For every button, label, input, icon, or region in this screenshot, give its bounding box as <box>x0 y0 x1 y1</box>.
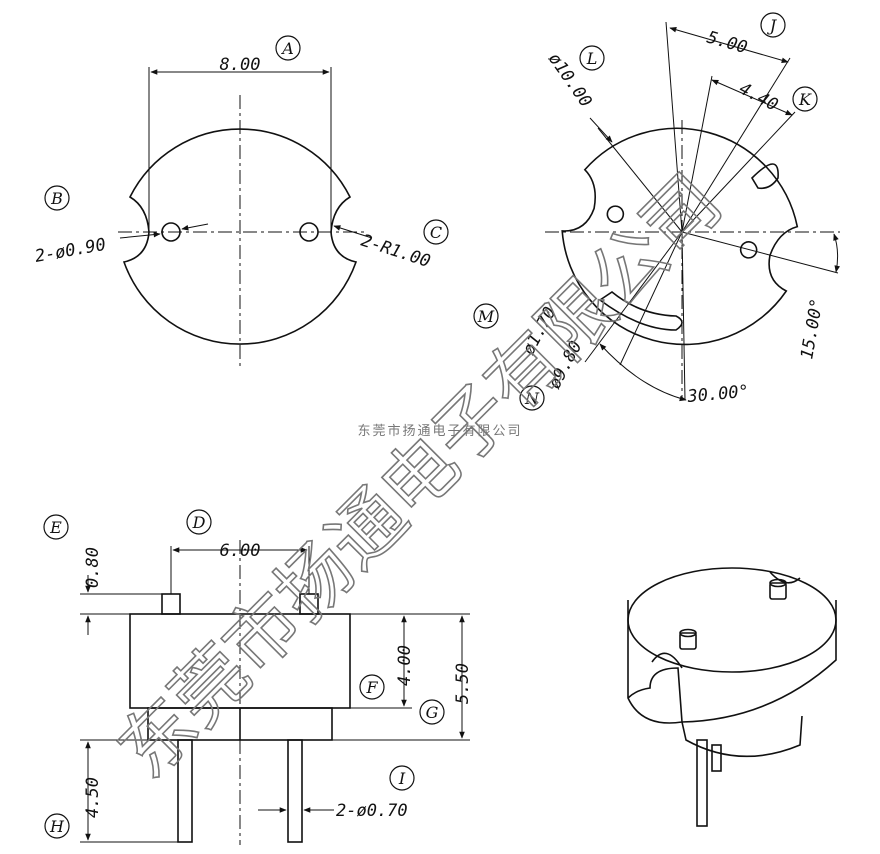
rotated-view-upper-slot <box>750 163 779 190</box>
iso-side-left <box>627 600 683 724</box>
hole-leader-right <box>181 223 209 231</box>
radial-line-n <box>584 231 683 363</box>
label-m-bubble: M <box>473 303 499 329</box>
label-i: I <box>398 769 406 788</box>
label-d-bubble: D <box>186 509 212 535</box>
label-f: F <box>365 678 378 697</box>
dim-f-value: 4.00 <box>395 645 415 686</box>
label-l: L <box>586 49 598 68</box>
top-view-body-outline <box>122 128 358 345</box>
label-g: G <box>426 703 439 722</box>
label-e: E <box>49 518 62 537</box>
angle-15-arc <box>833 233 840 273</box>
side-view-top-pin-left <box>161 593 181 615</box>
iso-base <box>681 715 803 758</box>
iso-front-notch <box>651 652 683 669</box>
top-view-pin-hole-left <box>161 222 181 242</box>
label-g-bubble: G <box>419 699 445 725</box>
iso-top-pin-front-cap <box>679 628 697 638</box>
rotated-view-lower-slot <box>598 291 683 331</box>
label-h-bubble: H <box>44 813 70 839</box>
side-view-lead-right <box>287 739 303 843</box>
top-view: 8.00 A B 2-ø0.90 2-R1.00 C <box>33 35 449 368</box>
dim-j-line <box>669 27 789 63</box>
radial-line-m <box>619 231 683 366</box>
label-j: J <box>767 16 778 35</box>
angle-30-value: 30.00° <box>686 382 750 407</box>
dim-e-value: 0.80 <box>83 547 103 588</box>
label-e-bubble: E <box>43 514 69 540</box>
iso-top-pin-back-cap <box>769 578 787 588</box>
iso-lead-front <box>696 739 708 827</box>
top-view-pin-hole-right <box>299 222 319 242</box>
dim-k-line <box>711 79 793 116</box>
label-c: C <box>430 223 442 242</box>
radius-callout: 2-R1.00 <box>358 231 432 272</box>
label-a-bubble: A <box>275 35 301 61</box>
iso-top-pin-back <box>769 582 787 600</box>
dim-k-value: 4.40 <box>736 79 782 116</box>
label-n: N <box>524 389 540 408</box>
radial-line-j-left <box>665 21 683 233</box>
label-a: A <box>280 39 294 58</box>
label-k: K <box>798 90 812 109</box>
dim-a-value: 8.00 <box>220 55 261 75</box>
radial-line-15 <box>681 231 839 274</box>
label-b: B <box>50 189 63 208</box>
iso-lead-back <box>711 744 722 772</box>
label-h: H <box>49 817 65 836</box>
rotated-view-pin-hole-left <box>606 205 625 223</box>
label-k-bubble: K <box>792 86 818 112</box>
iso-side-front <box>681 600 837 723</box>
hole-leader-left <box>119 231 161 239</box>
side-view-lead-left <box>177 739 193 843</box>
dim-l-leader <box>589 117 613 143</box>
dim-d-value: 6.00 <box>220 541 261 561</box>
radial-line-l <box>597 127 683 233</box>
dim-g-value: 5.50 <box>453 663 473 704</box>
label-b-bubble: B <box>44 185 70 211</box>
label-i-bubble: I <box>389 765 415 791</box>
label-j-bubble: J <box>760 12 786 38</box>
watermark-small: 东莞市扬通电子有限公司 <box>357 423 522 439</box>
radial-line-k-right <box>681 111 796 233</box>
label-n-bubble: N <box>519 385 545 411</box>
label-f-bubble: F <box>359 674 385 700</box>
angle-30-arc <box>599 343 687 402</box>
dim-j-value: 5.00 <box>705 28 750 59</box>
label-l-bubble: L <box>579 45 605 71</box>
radius-leader <box>333 225 373 239</box>
iso-top-pin-front <box>679 632 697 650</box>
angle-15-value: 15.00° <box>797 297 827 361</box>
isometric-view <box>627 567 837 827</box>
label-c-bubble: C <box>423 219 449 245</box>
rotated-view-body-outline <box>561 127 799 346</box>
lead-callout: 2-ø0.70 <box>336 801 408 821</box>
dim-h-value: 4.50 <box>83 777 103 818</box>
radial-line-k-left <box>681 75 713 233</box>
label-m: M <box>477 307 495 326</box>
side-view: 6.00 D 0.80 E 4.00 F 5.50 G <box>43 509 473 845</box>
label-d: D <box>192 513 206 532</box>
hole-callout: 2-ø0.90 <box>33 235 107 267</box>
iso-top-face <box>627 567 837 673</box>
